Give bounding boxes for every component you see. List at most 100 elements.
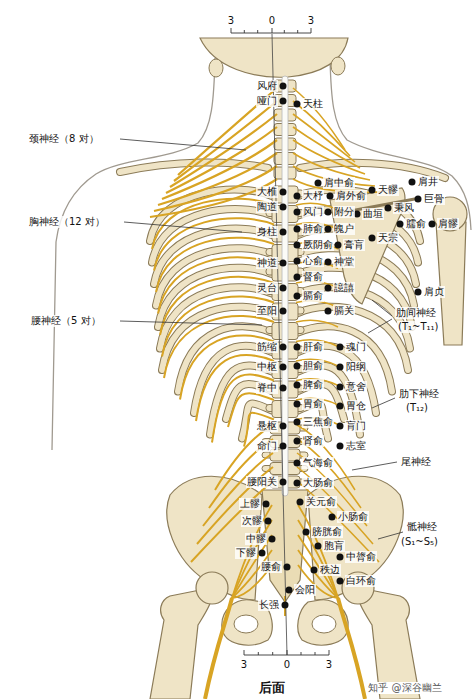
acupoint-label: 肩髎 — [437, 218, 459, 230]
acupoint-dot — [325, 226, 332, 233]
acupoint-label: 会阳 — [294, 584, 316, 596]
cervical-nerve — [174, 101, 277, 181]
watermark: 知乎 @深谷幽兰 — [367, 682, 442, 694]
nerve-label: (T₁₂) — [405, 402, 429, 414]
acupoint-dot — [325, 308, 332, 315]
nerve-label: 尾神经 — [400, 456, 432, 468]
mastoid — [209, 59, 223, 77]
acupoint-label: 下髎 — [235, 547, 257, 559]
acupoint-dot — [294, 438, 301, 445]
acupoint-label: 陶道 — [256, 201, 278, 213]
acupoint-label: 附分 — [333, 206, 355, 218]
acupoint-dot — [294, 401, 301, 408]
acupoint-label: 肾俞 — [302, 435, 324, 447]
acupoint-dot — [280, 423, 287, 430]
cervical-nerve — [293, 127, 360, 168]
acupoint-dot — [282, 602, 289, 609]
ruler-number: 3 — [227, 15, 235, 27]
acupoint-label: 阳纲 — [345, 361, 367, 373]
acupoint-dot — [284, 564, 291, 571]
view-caption: 后面 — [258, 681, 286, 696]
sciatic-nerve — [338, 598, 365, 699]
obturator — [312, 615, 336, 633]
acupoint-label: 魂门 — [345, 341, 367, 353]
acupoint-label: 脊中 — [256, 382, 278, 394]
acupoint-label: 脾俞 — [302, 379, 324, 391]
acupoint-dot — [280, 479, 287, 486]
acupoint-dot — [286, 587, 293, 594]
acupoint-dot — [369, 235, 376, 242]
cervical-nerve — [158, 153, 277, 205]
acupoint-dot — [294, 480, 301, 487]
body-outline — [52, 58, 215, 450]
lumbar-nerve — [297, 481, 379, 562]
acupoint-dot — [315, 543, 322, 550]
acupoint-label: 厥阴俞 — [302, 239, 334, 251]
acupoint-label: 气海俞 — [302, 457, 334, 469]
ruler-number: 3 — [325, 659, 333, 671]
ruler-number: 0 — [283, 659, 291, 671]
acupoint-label: 心俞 — [302, 255, 324, 267]
acupoint-label: 风府 — [256, 80, 278, 92]
acupoint-label: 胃俞 — [302, 398, 324, 410]
acupoint-label: 肩外俞 — [335, 190, 367, 202]
sacral-nerve — [232, 520, 272, 598]
acupoint-label: 膈关 — [333, 305, 355, 317]
acupoint-dot — [294, 274, 301, 281]
acupoint-dot — [311, 567, 318, 574]
acupoint-label: 天柱 — [302, 98, 324, 110]
acupoint-label: 灵台 — [256, 282, 278, 294]
sciatic-nerve — [205, 598, 232, 699]
acupoint-dot — [337, 364, 344, 371]
acupoint-label: 胃仓 — [345, 400, 367, 412]
acupoint-label: 白环俞 — [345, 575, 377, 587]
acupoint-dot — [415, 196, 422, 203]
acupoint-dot — [294, 209, 301, 216]
acupoint-label: 关元俞 — [305, 496, 337, 508]
acupoint-dot — [280, 364, 287, 371]
ruler-ticks — [244, 650, 329, 655]
nerve-label: 骶神经 — [406, 521, 438, 533]
acupoint-label: 膏肓 — [343, 239, 365, 251]
acupoint-label: 至阳 — [256, 305, 278, 317]
acupoint-dot — [303, 529, 310, 536]
acupoint-dot — [265, 518, 272, 525]
nerves — [150, 88, 380, 699]
acupoint-label: 曲垣 — [362, 208, 384, 220]
acupoint-dot — [415, 289, 422, 296]
acupoint-dot — [297, 499, 304, 506]
leader-line — [372, 398, 395, 408]
leader-line — [352, 462, 397, 470]
acupoint-label: 天宗 — [377, 232, 399, 244]
acupoint-dot — [280, 344, 287, 351]
acupoint-label: 肓门 — [345, 420, 367, 432]
acupoint-label: 大杼 — [302, 190, 324, 202]
acupoint-dot — [294, 226, 301, 233]
acupoint-dot — [325, 259, 332, 266]
leader-line — [120, 321, 262, 325]
mastoid — [331, 57, 345, 75]
ruler-line — [231, 33, 311, 34]
acupoint-dot — [280, 285, 287, 292]
acupoint-dot — [294, 363, 301, 370]
acupoint-label: 肩中俞 — [323, 177, 355, 189]
acupoint-dot — [280, 443, 287, 450]
lumbar-nerve — [191, 481, 273, 562]
acupoint-dot — [337, 403, 344, 410]
acupoint-dot — [280, 308, 287, 315]
acupoint-label: 神堂 — [333, 256, 355, 268]
acupoint-label: 腰俞 — [260, 561, 282, 573]
skull-base — [200, 38, 348, 77]
acupoint-label: 大肠俞 — [302, 477, 334, 489]
leader-line — [372, 300, 392, 316]
acupoint-dot — [280, 189, 287, 196]
acupoint-label: 膈俞 — [302, 290, 324, 302]
acupoint-dot — [329, 514, 336, 521]
acupoint-dot — [337, 554, 344, 561]
acupoint-dot — [294, 193, 301, 200]
acupoint-label: 三焦俞 — [302, 416, 334, 428]
nerve-label: 胸神经（12 对） — [28, 216, 106, 228]
lumbar-nerve — [297, 467, 373, 544]
nerve-label: (S₁~S₅) — [400, 536, 439, 548]
